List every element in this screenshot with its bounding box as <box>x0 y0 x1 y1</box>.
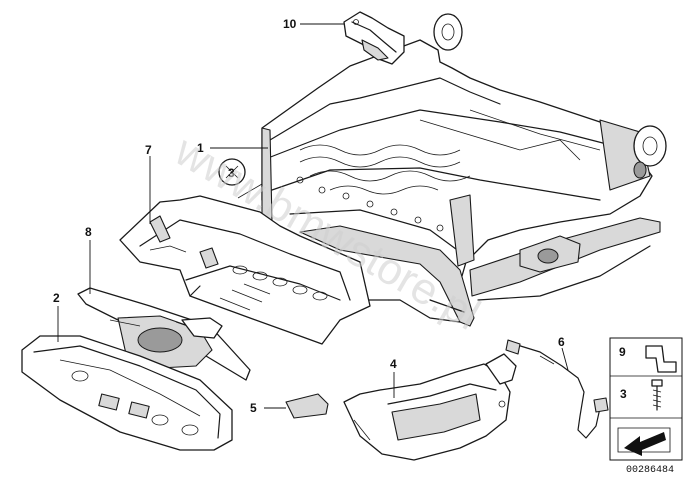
callouts: 1 2 3 4 5 6 7 8 9 10 9 3 <box>53 17 627 415</box>
callout-10: 10 <box>283 17 297 31</box>
housing-part-4 <box>343 353 517 461</box>
screw-icon <box>651 379 663 411</box>
callout-5: 5 <box>250 401 257 415</box>
bracket-part-10 <box>343 11 405 65</box>
legend-label-3: 3 <box>620 387 627 401</box>
callout-8: 8 <box>85 225 92 239</box>
legend-box <box>609 337 683 461</box>
seat-frame-part-1 <box>261 13 667 327</box>
clip-part-3 <box>218 158 263 199</box>
pad-part-5 <box>285 393 329 419</box>
callout-6: 6 <box>558 335 565 349</box>
leader-lines <box>57 23 569 409</box>
callout-7: 7 <box>145 143 152 157</box>
cover-part-7 <box>119 195 371 345</box>
arrow-icon <box>617 427 671 456</box>
callout-3: 3 <box>228 166 235 180</box>
callout-1: 1 <box>197 141 204 155</box>
cable-part-6 <box>505 339 609 439</box>
document-number: 00286484 <box>626 465 674 476</box>
callout-9: 9 <box>619 345 626 359</box>
elbow-clip-icon <box>645 345 677 373</box>
tray-part-2 <box>21 335 233 451</box>
callout-4: 4 <box>390 357 397 371</box>
callout-2: 2 <box>53 291 60 305</box>
